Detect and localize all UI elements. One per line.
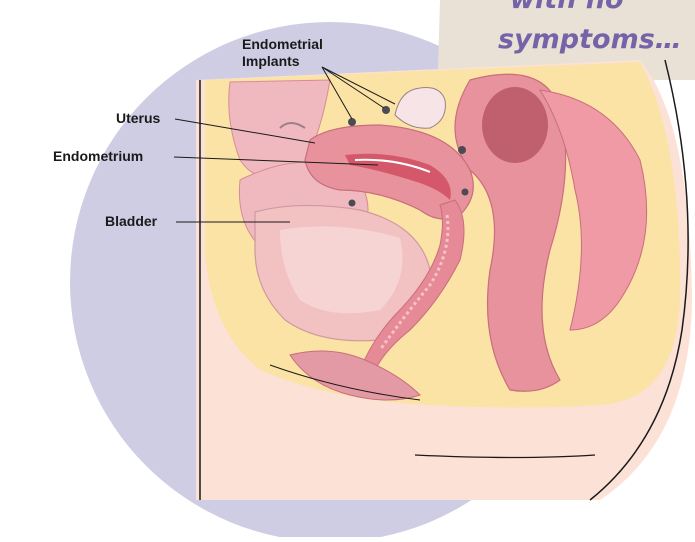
- callout-line1: with no: [510, 0, 624, 16]
- rectum-lumen: [482, 87, 548, 163]
- implant-dot: [458, 146, 466, 154]
- label-implants-line2: Implants: [242, 53, 300, 70]
- callout-line2: symptoms…: [498, 24, 682, 56]
- implant-dot: [348, 118, 356, 126]
- label-implants-line1: Endometrial: [242, 36, 323, 53]
- label-uterus: Uterus: [116, 110, 160, 127]
- implant-dot: [462, 189, 469, 196]
- implant-dot: [349, 200, 356, 207]
- label-endometrium: Endometrium: [53, 148, 143, 165]
- label-bladder: Bladder: [105, 213, 157, 230]
